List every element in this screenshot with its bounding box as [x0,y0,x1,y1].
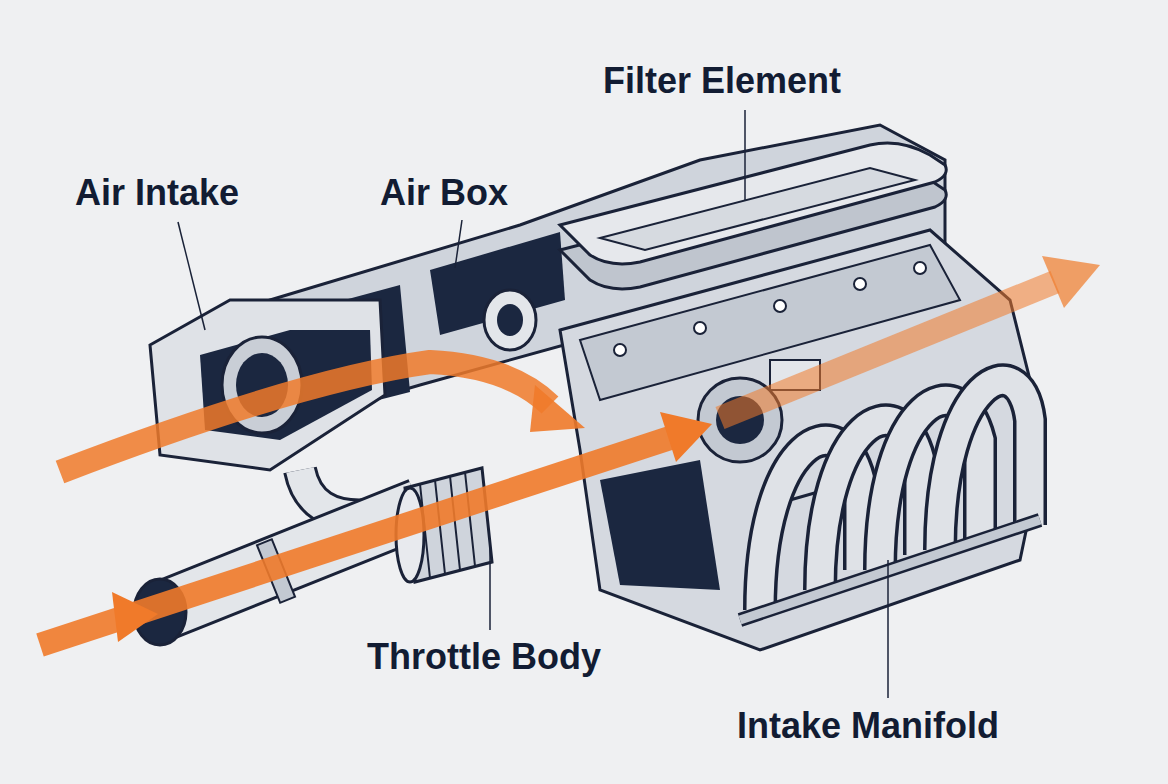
leader-lines-part [744,110,746,200]
leader-lines-part [178,222,205,330]
engine-block-part [774,300,786,312]
airflow-arrows-part [60,362,550,472]
airflow-arrows-part [720,282,1055,418]
air-box-housing-part [497,304,523,336]
airflow-arrows-part [660,412,712,462]
leader-lines-part [489,545,491,630]
intake-runners [740,380,1040,620]
engine-block-part [600,460,720,590]
intake-runners-part [740,520,1040,620]
engine-block-part [614,344,626,356]
airflow-arrows-part [530,385,585,432]
intake-runners-part [740,520,1040,620]
airflow-arrows-part [1042,256,1100,308]
part-label: Throttle Body [367,636,601,678]
engine-block-part [854,278,866,290]
air-box-housing-part [430,232,565,335]
engine-block-part [914,262,926,274]
filter-element-part [600,168,915,250]
part-label: Filter Element [603,60,841,102]
part-label: Air Box [380,172,508,214]
airflow-arrows [40,256,1100,645]
air-box-housing-part [484,290,536,350]
leader-lines [178,110,888,698]
leader-lines-part [455,220,462,268]
leader-lines-part [887,560,889,698]
engine-block-part [580,245,960,400]
part-label: Intake Manifold [737,705,999,747]
airflow-arrows-part [40,438,670,645]
part-label: Air Intake [75,172,239,214]
airflow-arrows-part [112,592,158,642]
engine-block-part [694,322,706,334]
